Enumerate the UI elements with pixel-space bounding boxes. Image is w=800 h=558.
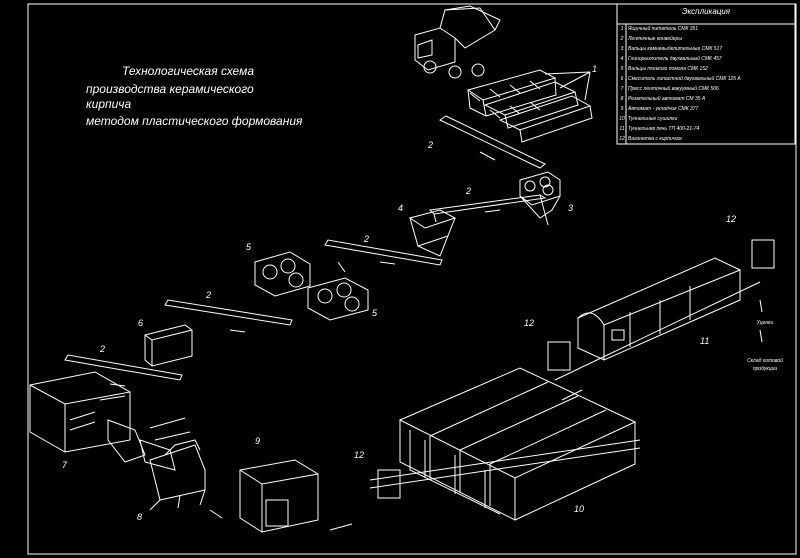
title-line-2: производства керамического [86, 82, 254, 96]
conveyor-3 [324, 239, 443, 273]
label-vacuum-press: 7 [62, 460, 68, 470]
title-line-1: Технологическая схема [122, 64, 254, 78]
vacuum-press-7 [29, 371, 191, 471]
tunnel-dryers-10 [369, 367, 641, 521]
label-clay-loosener: 4 [398, 203, 404, 213]
label-tunnel-kiln: 11 [700, 336, 710, 346]
conveyor-4 [164, 299, 293, 333]
label-brick-car: 12 [524, 318, 535, 328]
brick-car-2 [547, 341, 571, 371]
label-brick-car: 12 [726, 214, 737, 224]
dump-truck [414, 5, 501, 79]
brick-car-3 [751, 239, 775, 269]
conveyor-5 [64, 354, 183, 387]
fine-rolls-5 [254, 251, 369, 321]
label-conveyor: 2 [466, 186, 472, 196]
title-line-3: кирпича [86, 97, 132, 111]
label-box-feeder: 1 [592, 64, 598, 74]
label-conveyor: 2 [428, 140, 434, 150]
stacker-9 [239, 459, 319, 533]
conveyor-2 [428, 194, 549, 226]
clay-loosener-4 [408, 209, 457, 257]
label-crusher-rolls: 3 [568, 203, 574, 213]
title-line-4: методом пластического формования [86, 114, 303, 128]
conveyor-1 [438, 115, 546, 169]
label-tunnel-dryers: 10 [574, 504, 585, 514]
note-storage-2: продукции [752, 366, 778, 372]
cutting-machine-8 [149, 439, 206, 511]
brick-car-1 [377, 469, 401, 499]
tunnel-kiln-11 [554, 257, 761, 381]
label-conveyor: 2 [206, 290, 212, 300]
mixer-6 [144, 324, 193, 367]
label-cutting-machine: 8 [137, 512, 143, 522]
label-conveyor: 2 [100, 344, 106, 354]
label-stacker: 9 [255, 436, 261, 446]
box-feeders [466, 69, 593, 143]
label-mixer: 6 [138, 318, 144, 328]
note-storage-1: Склад готовой [747, 358, 783, 364]
label-brick-car: 12 [354, 450, 365, 460]
label-fine-rolls: 5 [246, 242, 252, 252]
spec-table-grid [616, 3, 796, 145]
crusher-rolls-3 [519, 171, 561, 219]
label-conveyor: 2 [364, 234, 370, 244]
label-fine-rolls: 5 [372, 308, 378, 318]
drawing-frame [27, 3, 797, 555]
spec-heading: Экспликация [681, 7, 731, 16]
note-cooling: Уценки [756, 320, 774, 326]
